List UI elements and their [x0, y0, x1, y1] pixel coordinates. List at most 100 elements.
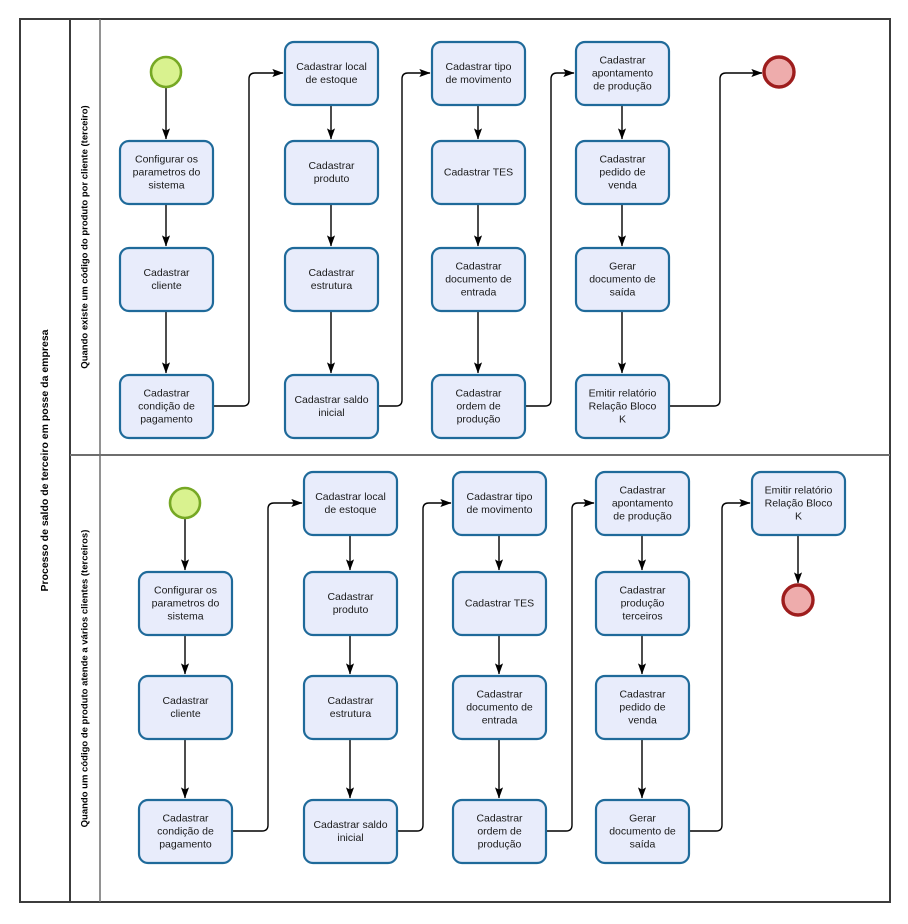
- sequence-flow-lane1-f16: [669, 68, 763, 407]
- task-shape[interactable]: [137, 674, 234, 741]
- task-shape[interactable]: [302, 798, 399, 865]
- task-shape[interactable]: [302, 570, 399, 637]
- sequence-flows: [161, 68, 803, 832]
- sequence-flow-lane1-f4: [213, 68, 284, 407]
- task-shape[interactable]: [451, 674, 548, 741]
- task-shape[interactable]: [750, 470, 847, 537]
- sequence-flow-lane2-g16: [689, 498, 751, 832]
- task-shape[interactable]: [283, 246, 380, 313]
- task-shape[interactable]: [430, 139, 527, 206]
- sequence-flow-lane2-g12: [546, 498, 595, 832]
- task-shape[interactable]: [283, 40, 380, 107]
- pool-title-label: Processo de saldo de terceiro em posse d…: [39, 329, 51, 591]
- task-shape[interactable]: [118, 373, 215, 440]
- task-shape[interactable]: [594, 570, 691, 637]
- task-shape[interactable]: [430, 40, 527, 107]
- task-shape[interactable]: [302, 470, 399, 537]
- start-event-icon[interactable]: [149, 55, 183, 89]
- task-shape[interactable]: [283, 373, 380, 440]
- task-shape[interactable]: [137, 570, 234, 637]
- task-shape[interactable]: [594, 674, 691, 741]
- lane-title-lane1: Quando existe um código do produto por c…: [80, 105, 91, 368]
- task-label: Cadastrar TES: [444, 167, 513, 179]
- end-event-icon[interactable]: [762, 55, 796, 89]
- start-event-icon[interactable]: [168, 486, 202, 520]
- task-shape[interactable]: [451, 570, 548, 637]
- task-shape[interactable]: [574, 246, 671, 313]
- task-shape[interactable]: [137, 798, 234, 865]
- task-node[interactable]: Cadastrar TES: [451, 570, 548, 637]
- sequence-flow-lane2-g4: [232, 498, 303, 832]
- task-shape[interactable]: [283, 139, 380, 206]
- lane-title-lane2: Quando um código de produto atende a vár…: [80, 530, 91, 828]
- task-shape[interactable]: [451, 470, 548, 537]
- task-shape[interactable]: [451, 798, 548, 865]
- task-shape[interactable]: [118, 139, 215, 206]
- task-node[interactable]: Cadastrar TES: [430, 139, 527, 206]
- task-shape[interactable]: [430, 373, 527, 440]
- task-shape[interactable]: [574, 40, 671, 107]
- task-shape[interactable]: [118, 246, 215, 313]
- task-shape[interactable]: [574, 373, 671, 440]
- end-event-icon[interactable]: [781, 583, 815, 617]
- task-shape[interactable]: [594, 470, 691, 537]
- task-shape[interactable]: [574, 139, 671, 206]
- task-shape[interactable]: [430, 246, 527, 313]
- task-shape[interactable]: [594, 798, 691, 865]
- task-shape[interactable]: [302, 674, 399, 741]
- sequence-flow-lane1-f8: [378, 68, 431, 407]
